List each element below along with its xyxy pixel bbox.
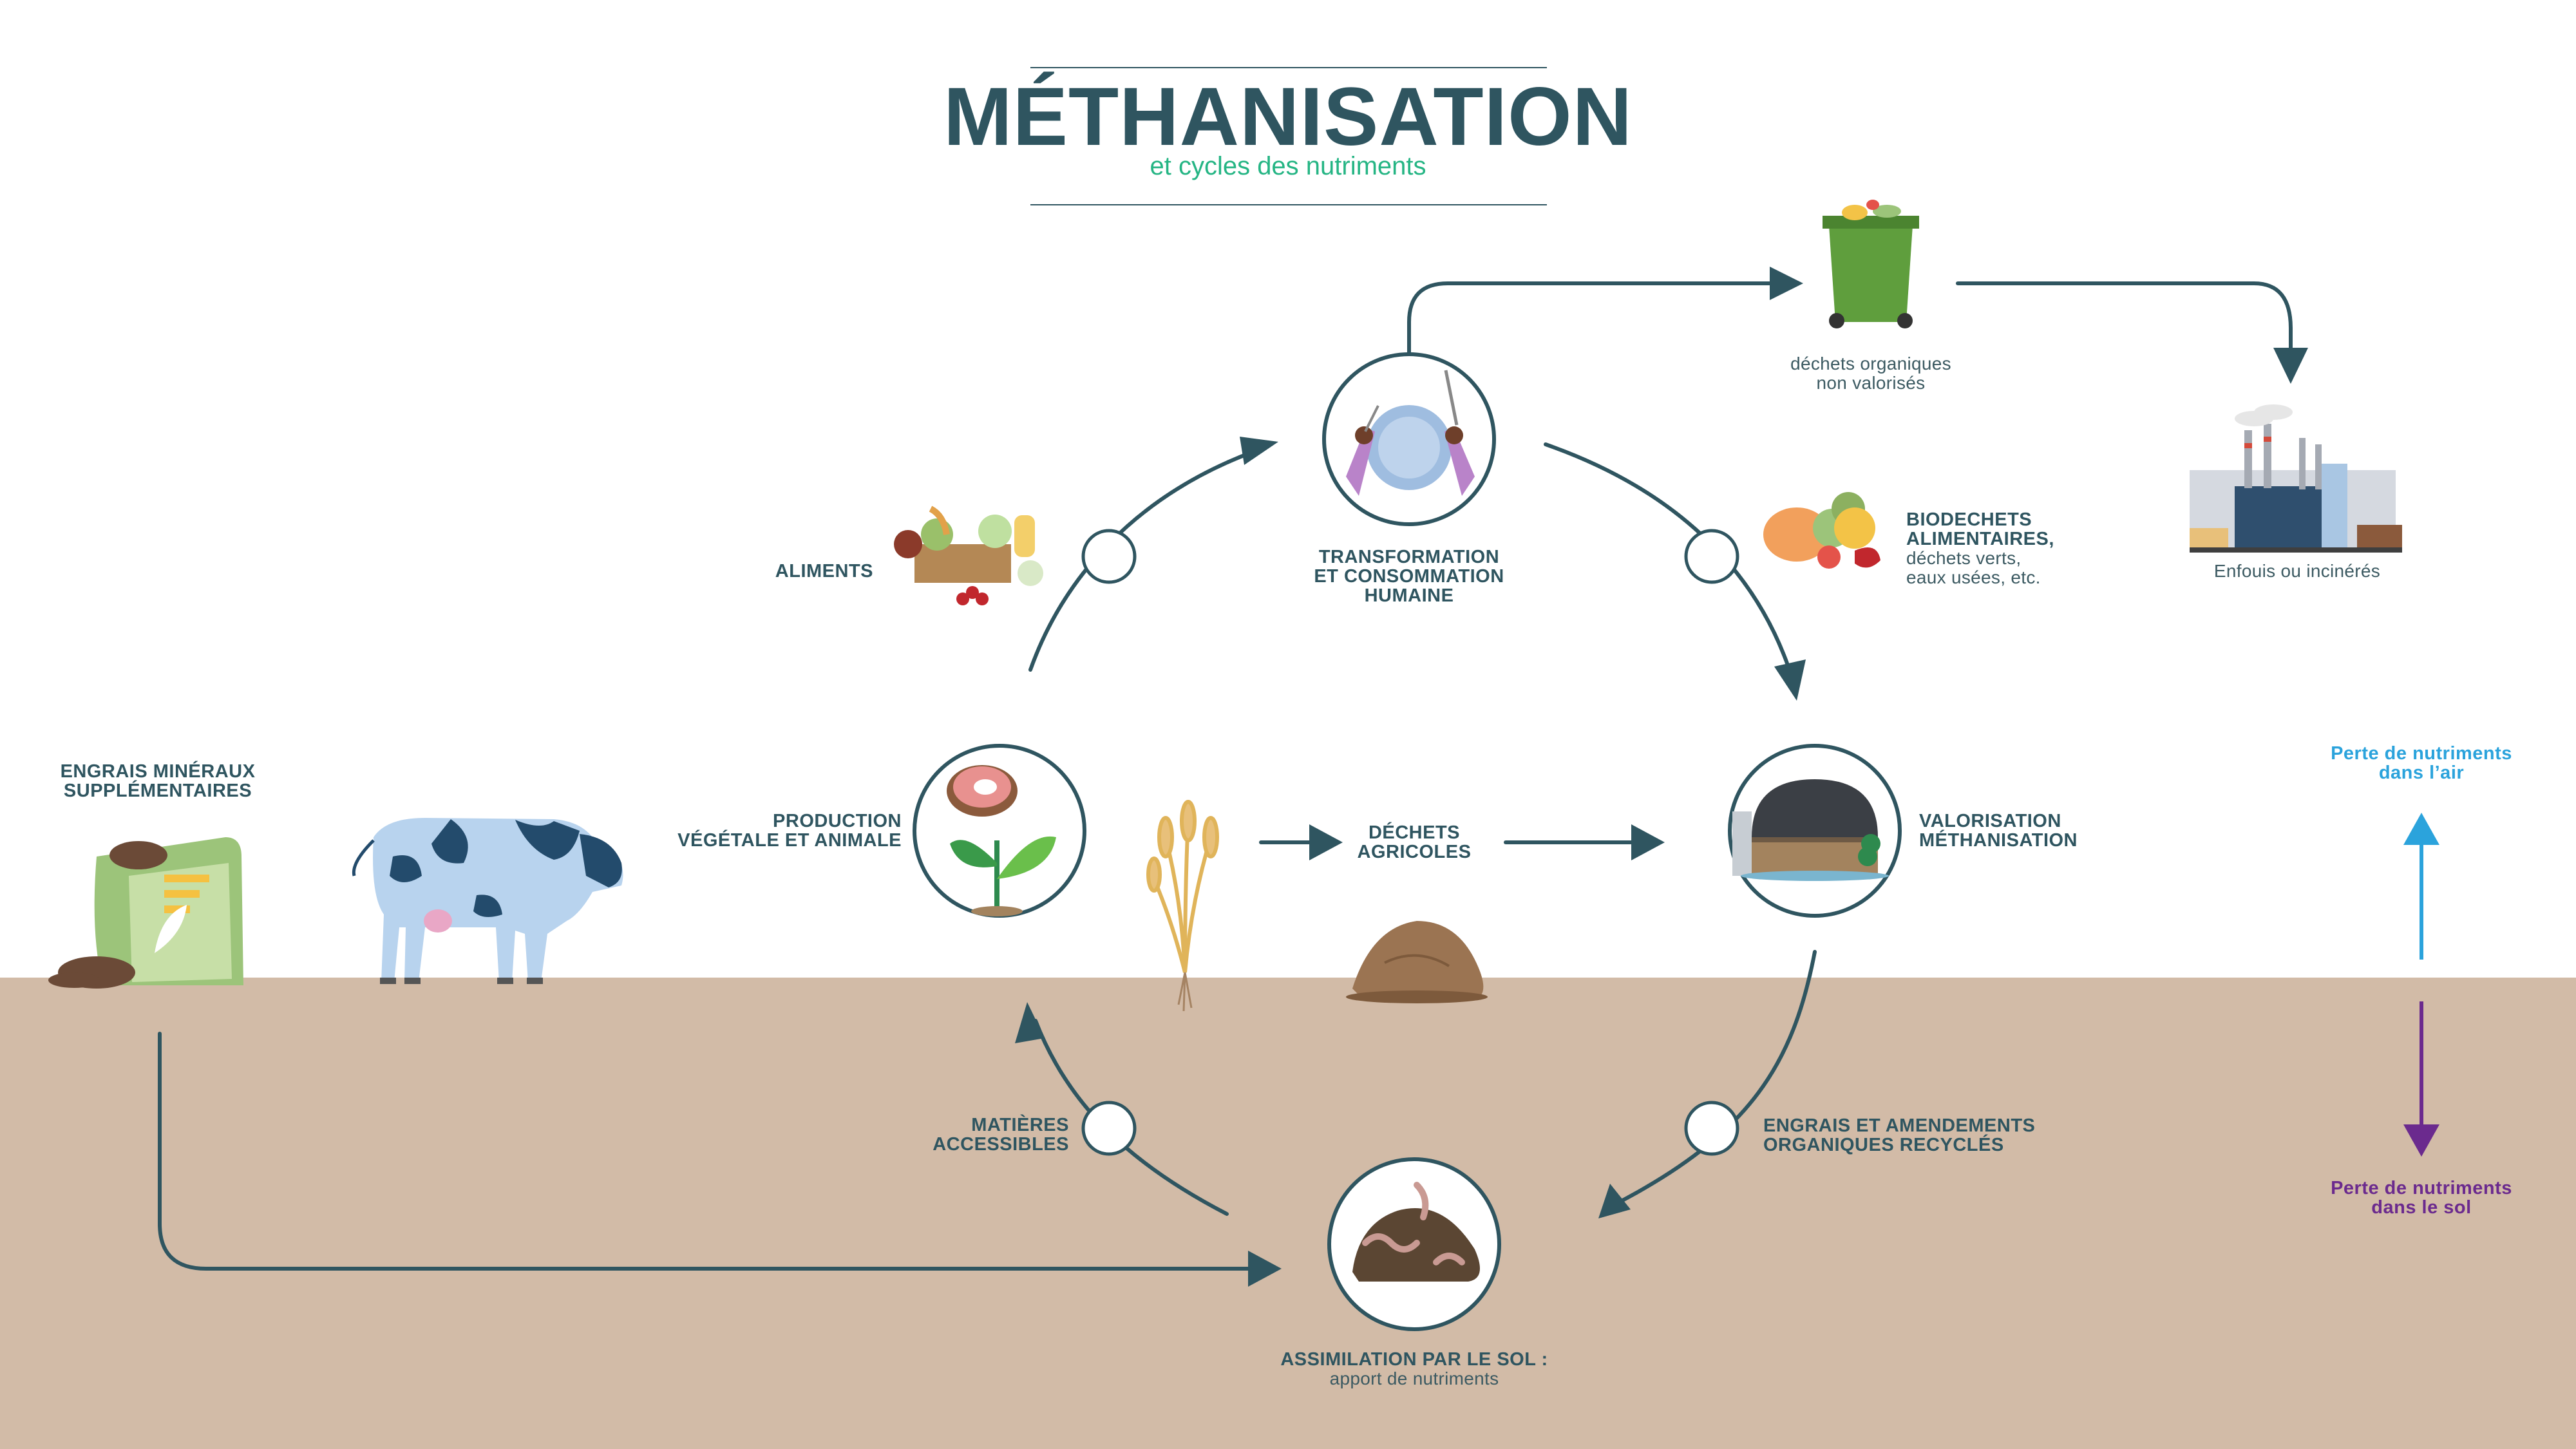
- arrow-to-bin: [1409, 283, 1777, 353]
- arrowhead-bin: [1770, 267, 1803, 300]
- arrowhead-incinerator: [2273, 348, 2308, 384]
- label-matieres: MATIÈRES ACCESSIBLES: [811, 1115, 1069, 1154]
- fertilizer-bag-icon: [48, 837, 243, 989]
- node-biodechets: [1686, 531, 1738, 582]
- label-engrais-mineraux: ENGRAIS MINÉRAUX SUPPLÉMENTAIRES: [39, 762, 277, 800]
- arrow-biodechets: [1546, 444, 1787, 663]
- label-engrais-recycles: ENGRAIS ET AMENDEMENTS ORGANIQUES RECYCL…: [1763, 1116, 2085, 1155]
- incinerator-factory-icon: [2190, 404, 2402, 553]
- label-perte-sol: Perte de nutriments dans le sol: [2293, 1179, 2550, 1217]
- page-subtitle: et cycles des nutriments: [0, 152, 2576, 181]
- green-bin-icon: [1823, 200, 1919, 328]
- label-dechets-agricoles: DÉCHETS AGRICOLES: [1318, 823, 1511, 862]
- cow-icon: [354, 818, 623, 984]
- arrowhead-valorisation: [1631, 824, 1665, 860]
- food-basket-icon: [894, 509, 1043, 605]
- arrowhead-biodechets: [1774, 659, 1806, 701]
- label-transformation: TRANSFORMATION ET CONSOMMATION HUMAINE: [1280, 547, 1538, 605]
- fruit-waste-icon: [1763, 492, 1880, 569]
- label-dechets-non-valorises: déchets organiques non valorisés: [1742, 354, 2000, 393]
- arrow-to-incinerator: [1958, 283, 2291, 351]
- label-enfouis: Enfouis ou incinérés: [2168, 562, 2426, 581]
- label-production: PRODUCTION VÉGÉTALE ET ANIMALE: [644, 811, 902, 850]
- node-aliments: [1083, 531, 1135, 582]
- node-engrais-recycles: [1686, 1103, 1738, 1154]
- label-valorisation: VALORISATION MÉTHANISATION: [1919, 811, 2177, 850]
- label-biodechets: BIODECHETS ALIMENTAIRES, déchets verts, …: [1906, 510, 2164, 587]
- manure-pile-icon: [1346, 921, 1488, 1003]
- node-matieres: [1083, 1103, 1135, 1154]
- label-perte-air: Perte de nutriments dans l’air: [2293, 744, 2550, 782]
- label-assimilation: ASSIMILATION PAR LE SOL : apport de nutr…: [1253, 1350, 1575, 1388]
- label-aliments: ALIMENTS: [708, 562, 873, 581]
- arrow-aliments: [1030, 451, 1256, 670]
- page-title: MÉTHANISATION: [0, 70, 2576, 164]
- arrowhead-air-loss: [2403, 813, 2439, 845]
- arrowhead-aliments: [1240, 437, 1278, 465]
